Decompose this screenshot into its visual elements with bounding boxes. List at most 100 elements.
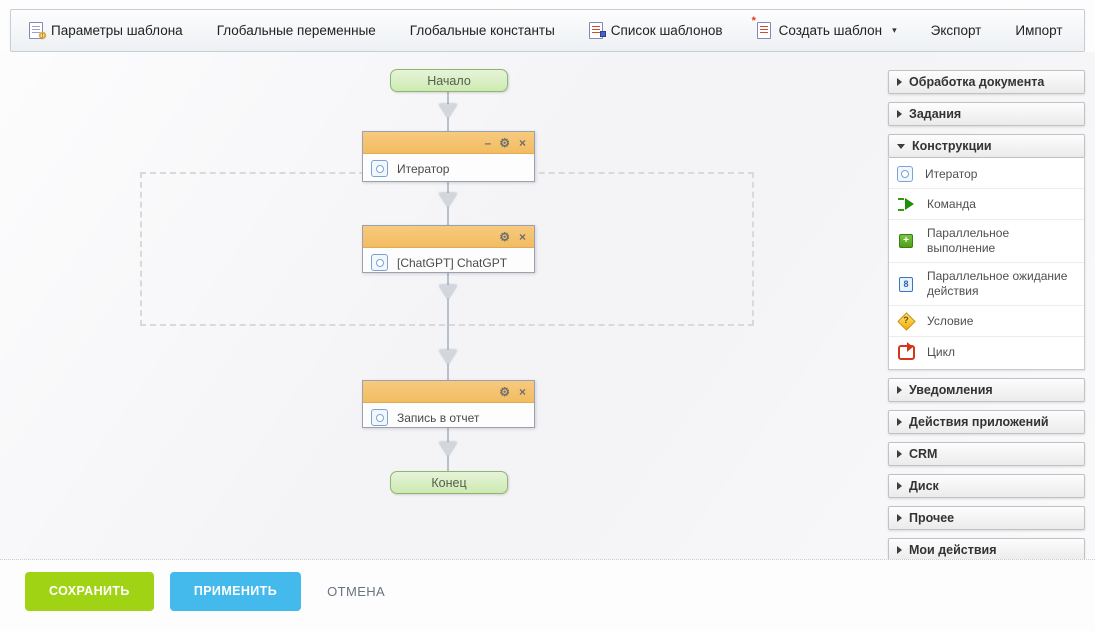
toolbar-item-template-params[interactable]: ⚙ Параметры шаблона bbox=[29, 22, 183, 42]
arrowhead-icon bbox=[439, 285, 457, 299]
item-label: Параллельное ожидание действия bbox=[927, 269, 1068, 298]
start-node-label: Начало bbox=[427, 73, 471, 88]
chevron-right-icon bbox=[897, 482, 902, 490]
arrowhead-icon bbox=[439, 442, 457, 456]
toolbar-item-label: Список шаблонов bbox=[610, 23, 723, 38]
section-label: Обработка документа bbox=[909, 75, 1045, 89]
sidebar-item-cycle[interactable]: Цикл bbox=[889, 336, 1084, 367]
toolbar-item-create-template[interactable]: * Создать шаблон ▾ bbox=[752, 16, 897, 39]
toolbar-item-import[interactable]: Импорт bbox=[1015, 23, 1062, 38]
chevron-right-icon bbox=[897, 514, 902, 522]
node-body: [ChatGPT] ChatGPT bbox=[363, 248, 534, 277]
end-node: Конец bbox=[390, 471, 508, 494]
node-header: ⚙ × bbox=[363, 226, 534, 248]
save-button[interactable]: СОХРАНИТЬ bbox=[25, 571, 154, 611]
sidebar-item-command[interactable]: Команда bbox=[889, 188, 1084, 219]
sidebar-section-constructions[interactable]: Конструкции bbox=[888, 134, 1085, 158]
chevron-right-icon bbox=[897, 386, 902, 394]
close-icon[interactable]: × bbox=[518, 229, 526, 244]
settings-gear-icon[interactable]: ⚙ bbox=[499, 135, 510, 150]
chevron-right-icon bbox=[897, 546, 902, 554]
item-label: Команда bbox=[927, 196, 976, 211]
toolbar: ⚙ Параметры шаблона Глобальные переменны… bbox=[10, 9, 1085, 52]
flow-connector bbox=[439, 92, 457, 131]
node-body: Итератор bbox=[363, 154, 534, 183]
apply-button[interactable]: ПРИМЕНИТЬ bbox=[169, 571, 302, 611]
node-chatgpt[interactable]: ⚙ × [ChatGPT] ChatGPT bbox=[362, 225, 535, 273]
section-label: CRM bbox=[909, 447, 938, 461]
minimize-icon[interactable]: – bbox=[484, 135, 492, 150]
sidebar-section-disk[interactable]: Диск bbox=[888, 474, 1085, 498]
toolbar-item-label: Глобальные константы bbox=[409, 23, 555, 38]
command-icon bbox=[897, 195, 915, 213]
section-label: Мои действия bbox=[909, 543, 997, 557]
sidebar-item-condition[interactable]: Условие bbox=[889, 305, 1084, 336]
sidebar-section-document-processing[interactable]: Обработка документа bbox=[888, 70, 1085, 94]
chevron-right-icon bbox=[897, 418, 902, 426]
sidebar-section-notifications[interactable]: Уведомления bbox=[888, 378, 1085, 402]
node-report-write[interactable]: ⚙ × Запись в отчет bbox=[362, 380, 535, 428]
arrowhead-icon bbox=[439, 104, 457, 118]
section-label: Уведомления bbox=[909, 383, 993, 397]
arrowhead-icon bbox=[439, 193, 457, 207]
cancel-button[interactable]: ОТМЕНА bbox=[317, 572, 395, 611]
toolbar-item-label: Экспорт bbox=[930, 23, 982, 38]
node-title: [ChatGPT] ChatGPT bbox=[397, 255, 508, 270]
toolbar-item-global-constants[interactable]: Глобальные константы bbox=[410, 23, 555, 38]
settings-gear-icon[interactable]: ⚙ bbox=[499, 229, 510, 244]
sidebar-section-my-actions[interactable]: Мои действия bbox=[888, 538, 1085, 559]
close-icon[interactable]: × bbox=[518, 384, 526, 399]
toolbar-item-label: Параметры шаблона bbox=[51, 23, 183, 38]
toolbar-item-label: Создать шаблон bbox=[778, 23, 883, 38]
sidebar-section-tasks[interactable]: Задания bbox=[888, 102, 1085, 126]
node-body: Запись в отчет bbox=[363, 403, 534, 432]
sidebar-section-other[interactable]: Прочее bbox=[888, 506, 1085, 530]
activity-icon bbox=[371, 409, 388, 426]
template-create-icon: * bbox=[752, 16, 771, 39]
item-label: Цикл bbox=[927, 344, 955, 359]
sidebar-item-parallel-execution[interactable]: Параллельное выполнение bbox=[889, 219, 1084, 262]
toolbar-item-template-list[interactable]: Список шаблонов bbox=[588, 22, 723, 39]
section-label: Прочее bbox=[909, 511, 955, 525]
sidebar-item-iterator[interactable]: Итератор bbox=[889, 160, 1084, 188]
sidebar-item-parallel-wait[interactable]: Параллельное ожидание действия bbox=[889, 262, 1084, 305]
toolbar-item-global-variables[interactable]: Глобальные переменные bbox=[217, 23, 376, 38]
settings-gear-icon[interactable]: ⚙ bbox=[499, 384, 510, 399]
iterator-icon bbox=[897, 166, 913, 182]
cycle-icon bbox=[897, 343, 915, 361]
activity-sidebar: Обработка документа Задания Конструкции … bbox=[888, 70, 1085, 559]
iterator-icon bbox=[371, 160, 388, 177]
flow-connector bbox=[439, 273, 457, 380]
node-header: – ⚙ × bbox=[363, 132, 534, 154]
parallel-execution-icon bbox=[897, 232, 915, 250]
chevron-right-icon bbox=[897, 110, 902, 118]
template-params-icon: ⚙ bbox=[29, 22, 47, 42]
toolbar-item-label: Импорт bbox=[1015, 23, 1063, 38]
start-node: Начало bbox=[390, 69, 508, 92]
section-label: Задания bbox=[909, 107, 962, 121]
item-label: Параллельное выполнение bbox=[927, 226, 1010, 255]
arrowhead-icon bbox=[439, 350, 457, 364]
chevron-right-icon bbox=[897, 78, 902, 86]
sidebar-section-crm[interactable]: CRM bbox=[888, 442, 1085, 466]
template-list-icon bbox=[588, 22, 606, 39]
node-iterator[interactable]: – ⚙ × Итератор bbox=[362, 131, 535, 182]
node-header: ⚙ × bbox=[363, 381, 534, 403]
footer-actions: СОХРАНИТЬ ПРИМЕНИТЬ ОТМЕНА bbox=[0, 559, 1095, 622]
section-label: Диск bbox=[909, 479, 939, 493]
toolbar-item-export[interactable]: Экспорт bbox=[931, 23, 982, 38]
chevron-down-icon bbox=[897, 143, 905, 149]
workflow-canvas[interactable]: Начало – ⚙ × Итератор ⚙ × [ChatGPT] Chat… bbox=[0, 52, 1095, 559]
condition-icon bbox=[897, 312, 915, 330]
item-label: Условие bbox=[927, 313, 974, 328]
end-node-label: Конец bbox=[431, 475, 467, 490]
parallel-wait-icon bbox=[897, 275, 915, 293]
flow-connector bbox=[439, 182, 457, 225]
sidebar-section-app-actions[interactable]: Действия приложений bbox=[888, 410, 1085, 434]
activity-icon bbox=[371, 254, 388, 271]
toolbar-item-label: Глобальные переменные bbox=[216, 23, 376, 38]
node-title: Запись в отчет bbox=[397, 410, 480, 425]
constructions-panel: Итератор Команда Параллельное выполнение… bbox=[888, 158, 1085, 370]
node-title: Итератор bbox=[397, 161, 450, 176]
close-icon[interactable]: × bbox=[518, 135, 526, 150]
